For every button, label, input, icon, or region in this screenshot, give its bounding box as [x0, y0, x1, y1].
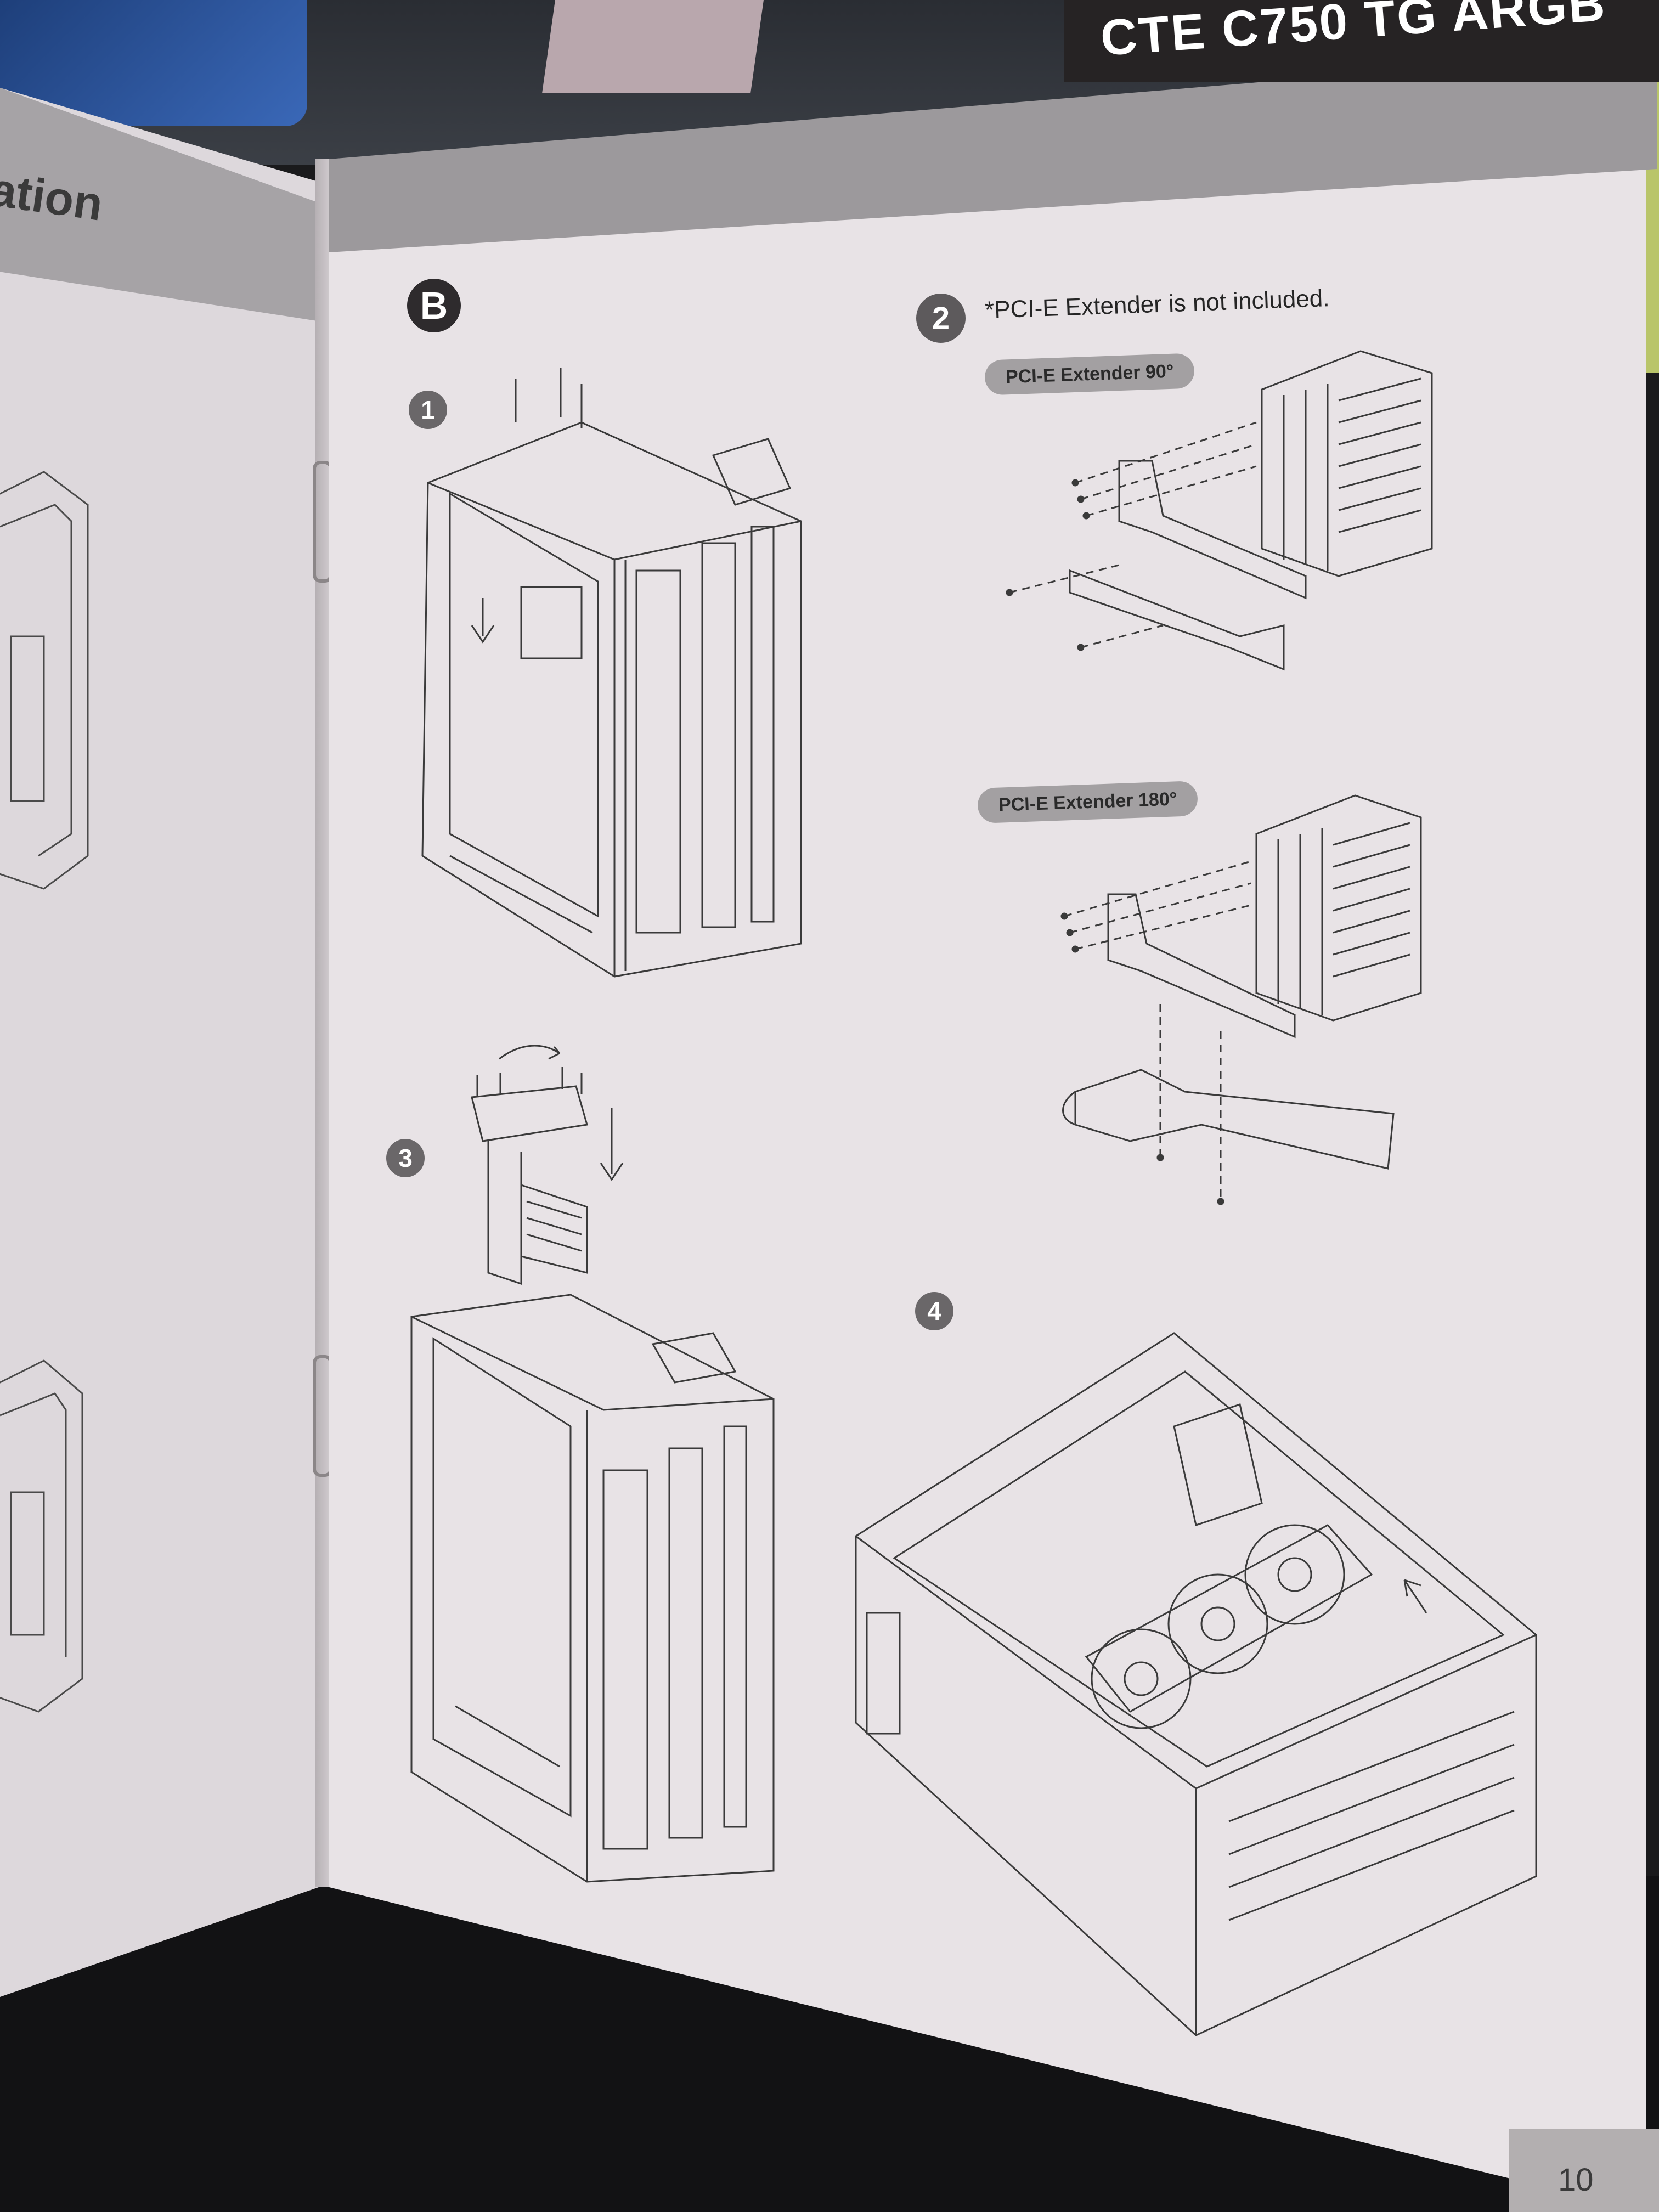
- left-page-case-illustration-bottom: [0, 1328, 110, 1767]
- step-3-bracket-illustration: [466, 1042, 642, 1295]
- step-2-badge: 2: [916, 294, 966, 343]
- pcie-extender-180-diagram: [1053, 785, 1448, 1223]
- step-3-case-illustration: [406, 1289, 790, 1893]
- step-3-badge: 3: [386, 1139, 425, 1177]
- pcie-extender-90-diagram: [998, 340, 1437, 680]
- step-4-badge: 4: [915, 1292, 953, 1330]
- step-1-case-illustration: [417, 362, 812, 998]
- step-1-badge: 1: [409, 391, 447, 429]
- left-page: ation: [0, 88, 335, 1997]
- title-bar: [1064, 0, 1659, 82]
- section-badge: B: [407, 279, 461, 332]
- right-page: [329, 71, 1646, 2212]
- step-4-horizontal-case-illustration: [845, 1328, 1542, 2041]
- left-page-case-illustration-top: [0, 439, 110, 933]
- page-number-box: [1509, 2129, 1659, 2212]
- cloth-object: [542, 0, 764, 93]
- page-number: 10: [1558, 2162, 1594, 2198]
